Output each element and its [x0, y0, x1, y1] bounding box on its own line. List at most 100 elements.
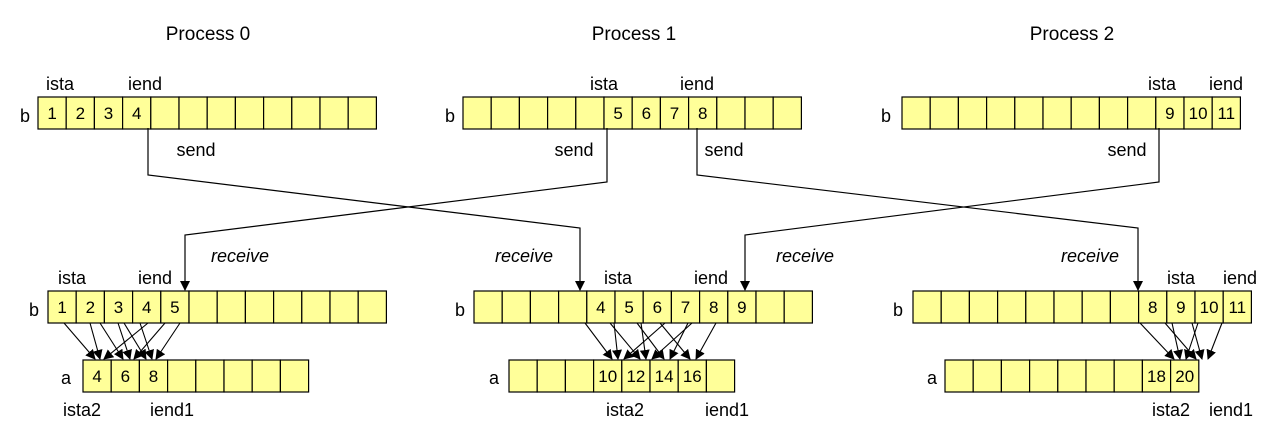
array-cell-value: 8 — [1148, 298, 1157, 317]
array-cell — [1141, 359, 1172, 393]
p0-a-label: a — [61, 368, 72, 388]
array-cell — [65, 96, 95, 130]
array-cell — [659, 96, 690, 130]
array-cell — [677, 359, 708, 393]
array-cell — [783, 290, 814, 324]
array-cell-value: 6 — [642, 104, 651, 123]
array-cell — [1126, 96, 1157, 130]
array-cell — [631, 96, 662, 130]
array-cell — [150, 96, 180, 130]
array-cell — [744, 96, 774, 130]
send-p0-to-p1-arrow — [147, 128, 585, 291]
array-cell-value: 4 — [92, 367, 101, 386]
array-cell — [1169, 359, 1200, 393]
p0-iend1-label: iend1 — [150, 400, 194, 420]
array-cell-value: 11 — [1228, 298, 1246, 317]
array-cell-value: 7 — [670, 104, 679, 123]
array-cell — [167, 359, 197, 393]
array-cell-value: 20 — [1175, 367, 1194, 386]
array-cell — [755, 290, 785, 324]
array-cell — [251, 359, 281, 393]
array-cell-value: 3 — [114, 298, 123, 317]
array-cell — [347, 96, 378, 130]
array-cell — [291, 96, 321, 130]
array-cell — [564, 359, 595, 393]
sum-arrow — [584, 322, 613, 360]
array-cell — [901, 96, 931, 130]
array-cell-value: 9 — [1165, 104, 1174, 123]
array-cell — [529, 290, 560, 324]
array-cell-value: 18 — [1147, 367, 1166, 386]
sum-arrow — [659, 322, 691, 360]
array-cell — [1070, 96, 1100, 130]
p2-top-b-label: b — [881, 106, 891, 126]
sum-arrow — [99, 322, 124, 360]
sum-arrow — [623, 322, 666, 360]
array-cell-value: 6 — [653, 298, 662, 317]
array-cell — [462, 96, 492, 130]
p1-iend1-label: iend1 — [705, 400, 749, 420]
p0-ista2-label: ista2 — [63, 400, 101, 420]
p1-send-right-label: send — [704, 140, 743, 160]
array-cell — [234, 96, 265, 130]
array-cell — [603, 96, 633, 130]
array-cell-value: 8 — [709, 298, 718, 317]
array-cell — [263, 96, 293, 130]
array-cell — [912, 290, 942, 324]
array-cell — [47, 290, 77, 324]
array-cell — [93, 96, 124, 130]
array-cell-value: 4 — [142, 298, 151, 317]
array-cell — [1166, 290, 1196, 324]
array-cell — [614, 290, 644, 324]
p0-bottom-iend-label: iend — [138, 268, 172, 288]
array-cell — [1057, 359, 1087, 393]
array-cell — [705, 359, 736, 393]
p1-top-b-label: b — [445, 106, 455, 126]
array-cell-value: 2 — [86, 298, 95, 317]
array-cell — [301, 290, 331, 324]
array-cell — [940, 290, 971, 324]
array-cell-value: 5 — [624, 298, 633, 317]
array-cell — [138, 359, 169, 393]
array-cell — [996, 290, 1027, 324]
p1-top-ista-label: ista — [590, 74, 619, 94]
array-cell — [357, 290, 388, 324]
p2-ista2-label: ista2 — [1152, 400, 1190, 420]
array-cell — [37, 96, 67, 130]
p0-top-ista-label: ista — [46, 74, 75, 94]
array-cell-value: 4 — [596, 298, 605, 317]
p1-bottom-ista-label: ista — [604, 268, 633, 288]
array-cell — [727, 290, 757, 324]
p0-receive-label: receive — [211, 246, 269, 266]
p1-send-left-label: send — [554, 140, 593, 160]
array-cell — [1053, 290, 1083, 324]
sum-arrow — [639, 322, 650, 360]
array-cell — [508, 359, 538, 393]
array-cell-value: 1 — [47, 104, 56, 123]
array-cell — [473, 290, 503, 324]
array-cell — [223, 359, 253, 393]
array-cell — [195, 359, 225, 393]
p2-send-label: send — [1107, 140, 1146, 160]
sum-arrow — [63, 322, 96, 360]
array-cell — [929, 96, 960, 130]
array-cell — [329, 290, 359, 324]
send-p1-to-p2-arrow — [696, 128, 1143, 291]
array-cell-value: 5 — [613, 104, 622, 123]
array-cell — [772, 96, 803, 130]
array-cell — [972, 359, 1003, 393]
array-cell — [1098, 96, 1129, 130]
p1-top-iend-label: iend — [680, 74, 714, 94]
array-cell — [985, 96, 1016, 130]
p2-bottom-iend-label: iend — [1223, 268, 1257, 288]
array-cell — [642, 290, 673, 324]
array-cell — [82, 359, 112, 393]
array-cell — [1014, 96, 1044, 130]
sum-arrow — [1206, 322, 1223, 360]
p0-summation-arrows — [63, 322, 181, 360]
p1-bottom-b-label: b — [455, 300, 465, 320]
